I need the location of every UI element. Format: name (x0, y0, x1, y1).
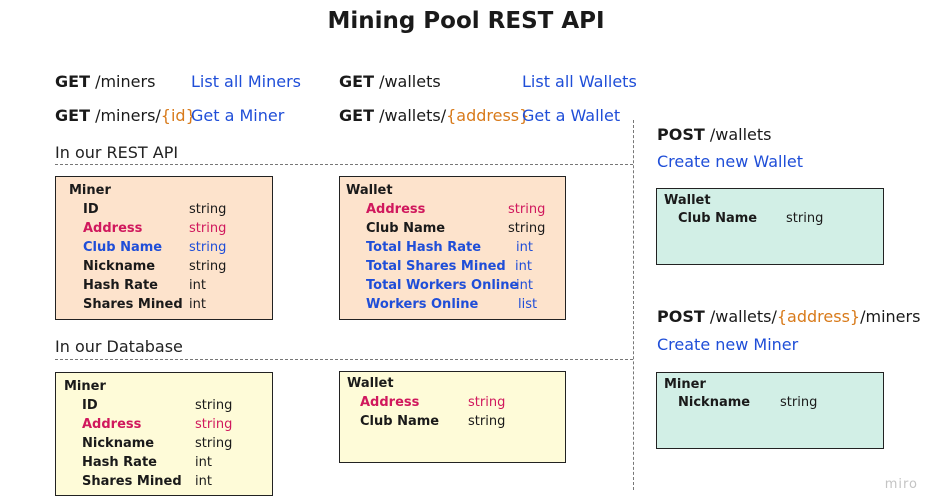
field-type: string (786, 211, 824, 226)
endpoint-desc-list-wallets: List all Wallets (522, 72, 637, 91)
field-name: ID (82, 398, 98, 413)
field-name: Address (82, 417, 142, 432)
field-name: Club Name (360, 414, 440, 429)
endpoint-post-miners: POST /wallets/{address}/miners (657, 307, 920, 326)
page-title: Mining Pool REST API (327, 8, 605, 34)
field-type: int (516, 278, 533, 293)
field-type: int (195, 474, 212, 489)
section-label-rest: In our REST API (55, 143, 179, 162)
endpoint-desc-get-miner: Get a Miner (191, 106, 285, 125)
field-name: Club Name (83, 240, 163, 255)
field-type: string (189, 202, 227, 217)
endpoint-desc-get-wallet: Get a Wallet (522, 106, 621, 125)
endpoint-get-wallets: GET /wallets (339, 72, 441, 91)
box-title: Wallet (347, 376, 394, 391)
rest-wallet-box: Wallet Address string Club Name string T… (339, 176, 566, 320)
section-label-db: In our Database (55, 337, 183, 356)
field-type: int (189, 278, 206, 293)
endpoint-path: /wallets (379, 72, 441, 91)
field-name: Address (83, 221, 143, 236)
post-wallet-box: Wallet Club Name string (656, 188, 884, 265)
endpoint-path: /miners (95, 72, 156, 91)
divider-db (55, 359, 633, 360)
endpoint-get-miners: GET /miners (55, 72, 155, 91)
field-type: string (195, 417, 233, 432)
path-param: {address} (776, 307, 861, 326)
endpoint-path: /wallets/ (379, 106, 447, 125)
field-name: Total Hash Rate (366, 240, 482, 255)
field-name: Nickname (678, 395, 751, 410)
http-method: GET (55, 106, 90, 125)
field-type: string (468, 395, 506, 410)
miro-watermark: miro (884, 477, 918, 492)
field-type: string (189, 259, 227, 274)
http-method: POST (657, 307, 705, 326)
field-name: Club Name (678, 211, 758, 226)
path-param: {address} (446, 106, 530, 125)
endpoint-get-miner: GET /miners/{id} (55, 106, 196, 125)
box-title: Miner (64, 379, 106, 394)
rest-miner-box: Miner ID string Address string Club Name… (55, 176, 273, 320)
field-type: string (780, 395, 818, 410)
field-type: int (195, 455, 212, 470)
field-name: Total Shares Mined (366, 259, 506, 274)
db-miner-box: Miner ID string Address string Nickname … (55, 372, 273, 496)
field-type: string (189, 240, 227, 255)
http-method: GET (339, 72, 374, 91)
http-method: GET (55, 72, 90, 91)
box-title: Miner (664, 377, 706, 392)
field-name: Workers Online (366, 297, 479, 312)
endpoint-desc-list-miners: List all Miners (191, 72, 301, 91)
endpoint-get-wallet: GET /wallets/{address} (339, 106, 529, 125)
field-name: Address (360, 395, 420, 410)
field-name: Hash Rate (82, 455, 157, 470)
endpoint-path: /wallets/ (709, 307, 777, 326)
endpoint-path: /miners/ (95, 106, 161, 125)
divider-rest (55, 164, 633, 165)
path-param: {id} (160, 106, 196, 125)
field-name: Total Workers Online (366, 278, 519, 293)
box-title: Miner (69, 183, 111, 198)
field-name: Hash Rate (83, 278, 158, 293)
endpoint-desc-create-wallet: Create new Wallet (657, 152, 804, 171)
field-name: Nickname (82, 436, 155, 451)
box-title: Wallet (346, 183, 393, 198)
post-miner-box: Miner Nickname string (656, 372, 884, 449)
divider-vertical (633, 120, 634, 490)
field-name: Shares Mined (82, 474, 182, 489)
field-type: int (189, 297, 206, 312)
endpoint-path-suffix: /miners (860, 307, 921, 326)
field-type: string (468, 414, 506, 429)
endpoint-post-wallets: POST /wallets (657, 125, 771, 144)
field-type: string (195, 398, 233, 413)
field-name: Shares Mined (83, 297, 183, 312)
field-type: string (508, 221, 546, 236)
field-name: Nickname (83, 259, 156, 274)
db-wallet-box: Wallet Address string Club Name string (339, 371, 566, 463)
field-type: int (516, 240, 533, 255)
field-type: list (518, 297, 538, 312)
field-type: string (508, 202, 546, 217)
field-name: Club Name (366, 221, 446, 236)
field-name: Address (366, 202, 426, 217)
field-type: int (515, 259, 532, 274)
http-method: POST (657, 125, 705, 144)
box-title: Wallet (664, 193, 711, 208)
field-type: string (195, 436, 233, 451)
field-type: string (189, 221, 227, 236)
endpoint-desc-create-miner: Create new Miner (657, 335, 799, 354)
field-name: ID (83, 202, 99, 217)
http-method: GET (339, 106, 374, 125)
endpoint-path: /wallets (709, 125, 772, 144)
